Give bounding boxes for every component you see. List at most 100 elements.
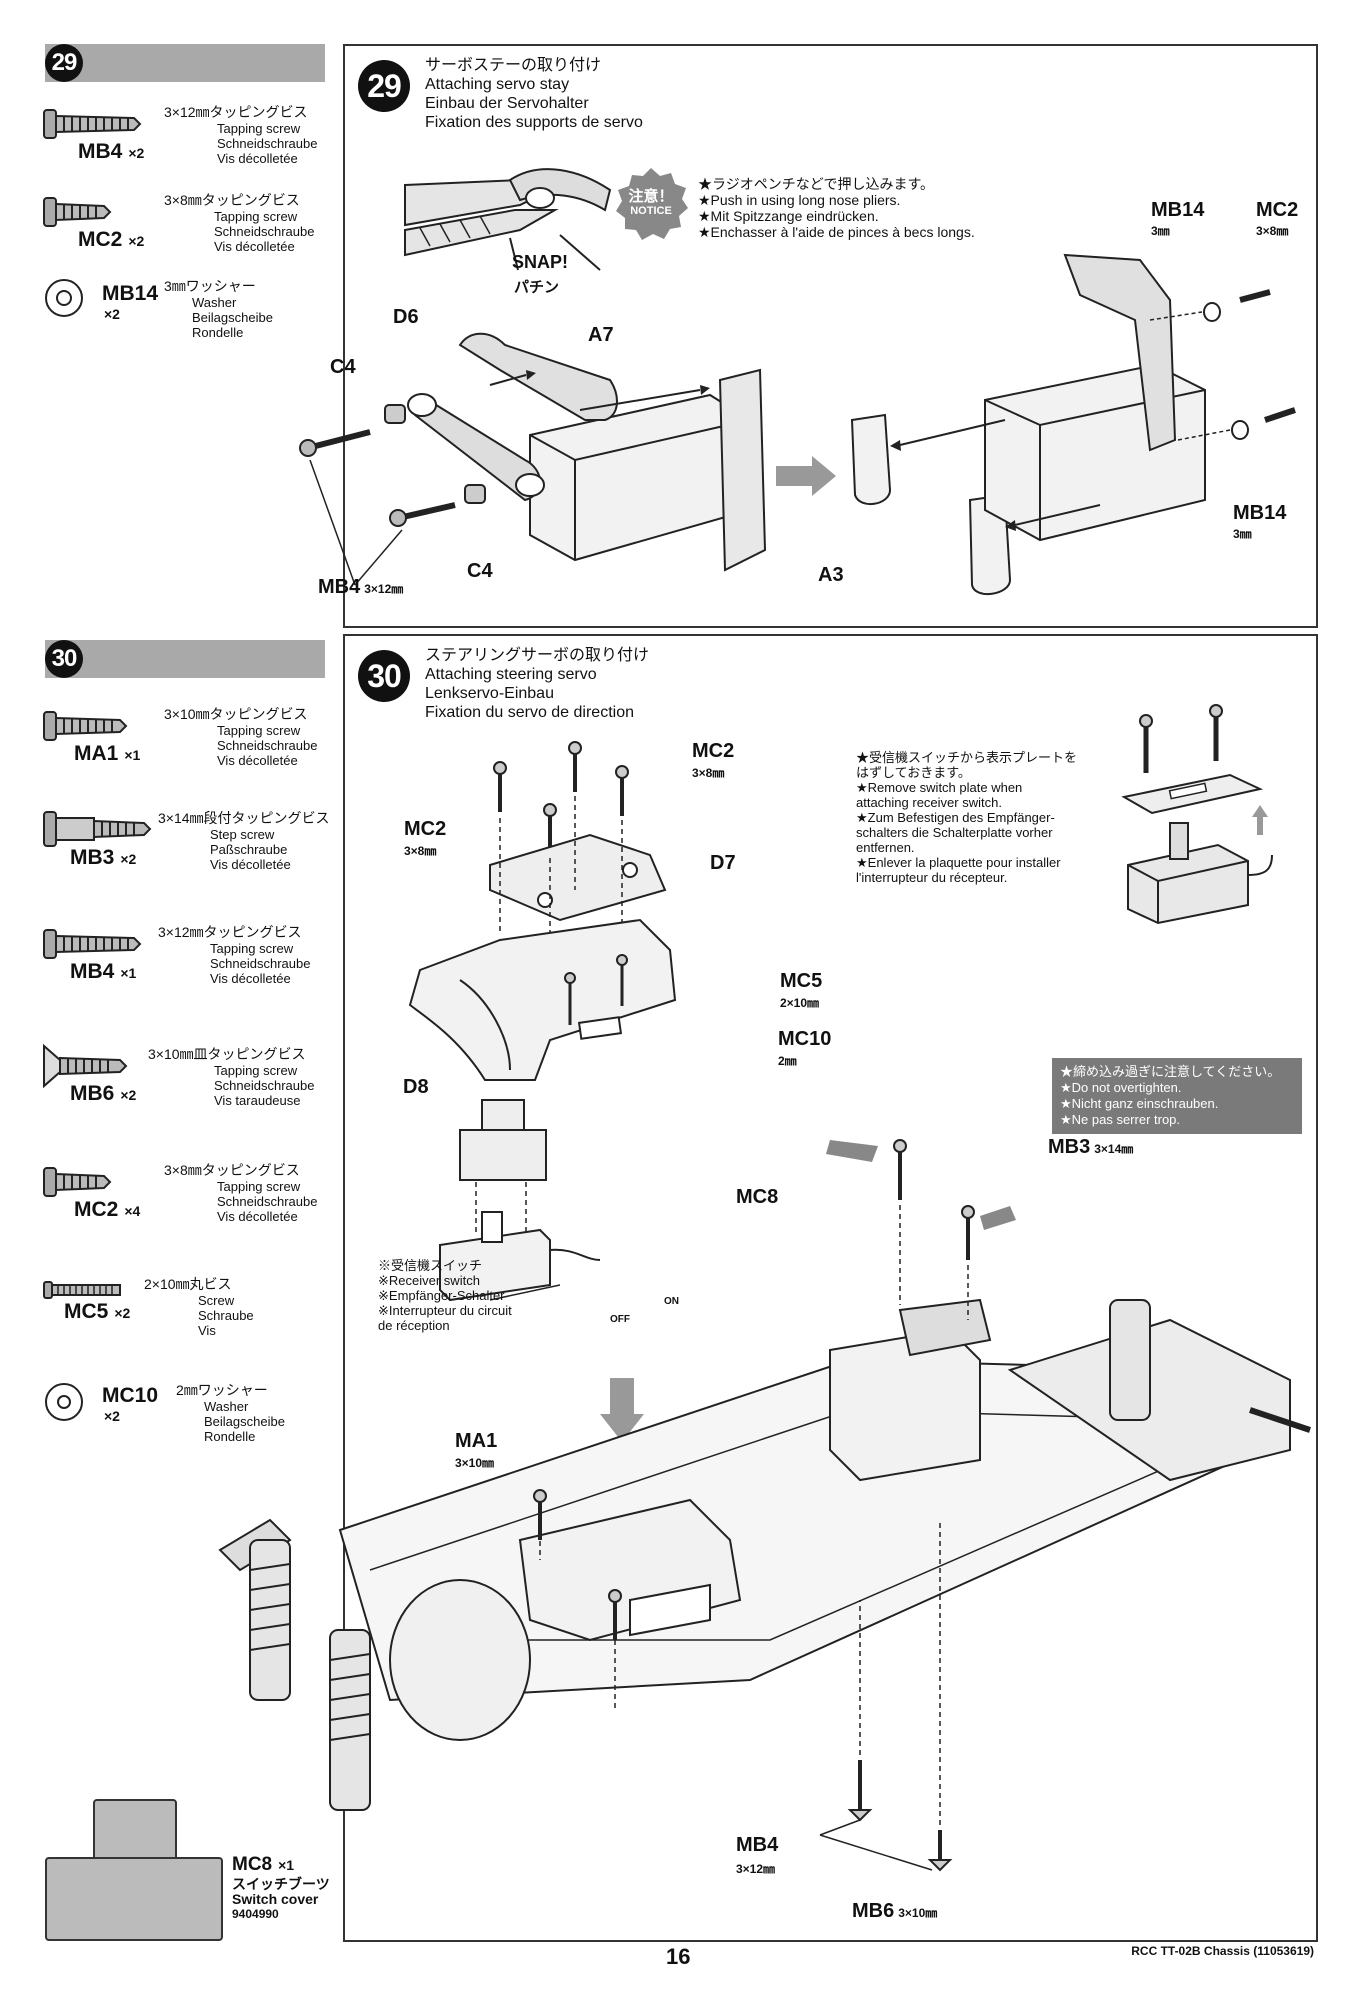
title-fr: Fixation du servo de direction xyxy=(425,704,634,721)
part-qty: ×4 xyxy=(124,1203,141,1219)
tapping-screw-icon xyxy=(43,929,142,959)
desc-de: Schneidschraube xyxy=(217,738,318,753)
part-code-row: MC10 xyxy=(102,1384,158,1408)
title-de: Einbau der Servohalter xyxy=(425,95,589,112)
step29-part-mb14: MB14 ×2 3㎜ワッシャー Washer Beilagscheibe Ron… xyxy=(44,278,334,348)
part-jp: 3×12㎜タッピングビス xyxy=(158,924,302,940)
tapping-screw-icon xyxy=(43,197,112,227)
note-line: attaching receiver switch. xyxy=(856,795,1002,810)
title-de: Lenkservo-Einbau xyxy=(425,685,554,702)
part-qty: ×1 xyxy=(120,965,137,981)
note-line: l'interrupteur du récepteur. xyxy=(856,870,1008,885)
notice-badge-label: 注意！ NOTICE xyxy=(620,188,682,217)
tapping-screw-icon xyxy=(43,711,128,741)
overtighten-notice: ★締め込み過ぎに注意してください。 ★Do not overtighten. ★… xyxy=(1052,1058,1302,1134)
note-line: schalters die Schalterplatte vorher xyxy=(856,825,1053,840)
part-jp: 3㎜ワッシャー xyxy=(164,278,256,294)
notice-badge-jp: 注意！ xyxy=(628,188,674,205)
notice-badge-en: NOTICE xyxy=(630,205,672,217)
label-mc2: MC2 xyxy=(1256,199,1299,221)
label-mc2-right: MC2 xyxy=(692,740,735,762)
note-line: はずしておきます。 xyxy=(856,765,971,780)
desc-en: Tapping screw xyxy=(217,723,301,738)
document-id: RCC TT-02B Chassis (11053619) xyxy=(1131,1944,1314,1958)
part-code: MA1 xyxy=(74,742,119,765)
part-qty: ×2 xyxy=(128,233,145,249)
step30-badge: 30 xyxy=(45,640,83,678)
mb4-code: MB4 xyxy=(318,576,361,598)
desc-de: Schneidschraube xyxy=(214,224,315,239)
part-qty: ×1 xyxy=(124,747,141,763)
desc-en: Screw xyxy=(198,1293,235,1308)
notice-en: ★Do not overtighten. xyxy=(1060,1080,1182,1095)
notice-de: ★Nicht ganz einschrauben. xyxy=(1060,1096,1219,1111)
label-mc5-size: 2×10㎜ xyxy=(780,996,820,1010)
title-jp: サーボステーの取り付け xyxy=(425,57,602,74)
note-line: de réception xyxy=(378,1318,450,1333)
label-mc2-left: MC2 xyxy=(404,818,447,840)
servo-stay-assembly-left xyxy=(299,332,767,586)
part-code-row: MB4×2 xyxy=(78,140,144,164)
label-mb4-chassis: MB4 xyxy=(736,1834,779,1856)
part-jp: 3×14㎜段付タッピングビス xyxy=(158,810,330,826)
notice-en: ★Push in using long nose pliers. xyxy=(698,192,901,208)
part-code: MC5 xyxy=(64,1300,109,1323)
part-code: MC2 xyxy=(78,228,123,251)
part-code-row: MC5×2 xyxy=(64,1300,130,1324)
note-line: ★Zum Befestigen des Empfänger- xyxy=(856,810,1055,825)
label-mb4-chassis-size: 3×12㎜ xyxy=(736,1862,776,1876)
washer-icon xyxy=(45,279,83,317)
step30-title-badge: 30 xyxy=(358,650,410,702)
mb6-code: MB6 xyxy=(852,1900,895,1922)
part-code: MC2 xyxy=(74,1198,119,1221)
desc-de: Schneidschraube xyxy=(210,956,311,971)
machine-screw-icon xyxy=(43,1281,121,1299)
label-c4-top: C4 xyxy=(330,356,356,378)
servo-stay-assembly-right xyxy=(850,253,1296,596)
part-code-row: MB4×1 xyxy=(70,960,136,984)
part-qty: ×2 xyxy=(104,306,120,322)
part-qty: ×2 xyxy=(120,1087,137,1103)
notice-fr: ★Enchasser à l'aide de pinces à becs lon… xyxy=(698,224,975,240)
label-mc8: MC8 xyxy=(736,1186,779,1208)
desc-de: Paßschraube xyxy=(210,842,288,857)
label-d7: D7 xyxy=(710,852,736,874)
step30-frame xyxy=(343,634,1318,1942)
mb3-code: MB3 xyxy=(1048,1136,1091,1158)
notice-jp: ★締め込み過ぎに注意してください。 xyxy=(1060,1064,1281,1079)
mc8-part-info: MC8×1 スイッチブーツ Switch cover 9404990 xyxy=(232,1854,330,1922)
tapping-screw-icon xyxy=(43,109,142,139)
desc-en: Washer xyxy=(204,1399,249,1414)
label-c4-bottom: C4 xyxy=(467,560,493,582)
part-qty: ×2 xyxy=(120,851,137,867)
part-jp: 2㎜ワッシャー xyxy=(176,1382,268,1398)
desc-en: Tapping screw xyxy=(217,121,301,136)
part-qty: ×2 xyxy=(104,1408,120,1424)
note-line: ★Enlever la plaquette pour installer xyxy=(856,855,1061,870)
part-desc: Tapping screw Schneidschraube Vis décoll… xyxy=(214,209,314,254)
desc-de: Schraube xyxy=(198,1308,254,1323)
note-line: ※Interrupteur du circuit xyxy=(378,1303,512,1318)
part-code-row: MB3×2 xyxy=(70,846,136,870)
receiver-switch-note: ※受信機スイッチ ※Receiver switch ※Empfänger-Sch… xyxy=(378,1258,512,1333)
label-a7: A7 xyxy=(588,324,614,346)
label-mc2-size: 3×8㎜ xyxy=(1256,224,1289,238)
mc8-en: Switch cover xyxy=(232,1891,319,1907)
countersunk-screw-icon xyxy=(43,1043,128,1089)
label-mc2-left-size: 3×8㎜ xyxy=(404,844,437,858)
part-code: MB14 xyxy=(102,282,159,305)
desc-en: Washer xyxy=(192,295,237,310)
step-screw-icon xyxy=(43,811,152,847)
